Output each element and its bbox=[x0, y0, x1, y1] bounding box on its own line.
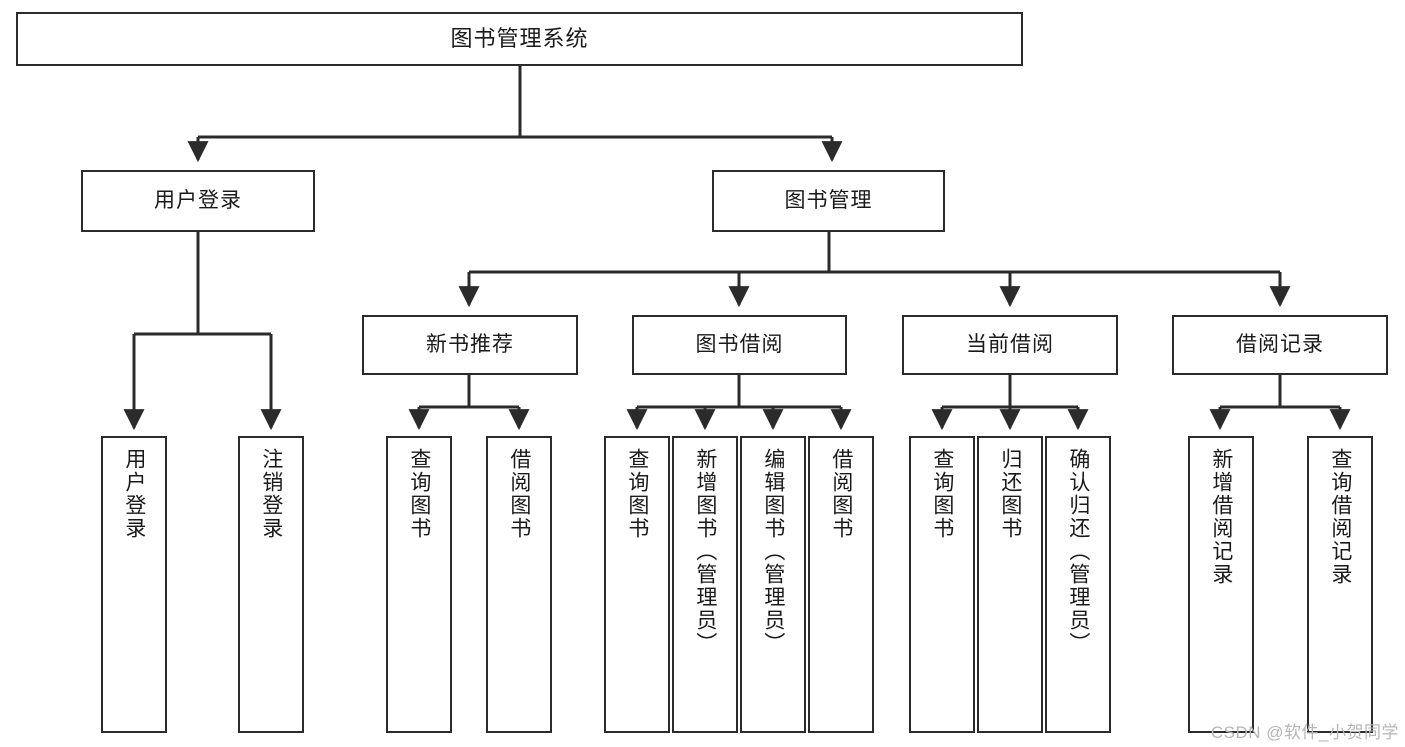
node-book-management[interactable]: 图书管理 bbox=[712, 170, 945, 232]
node-current-borrow[interactable]: 当前借阅 bbox=[902, 315, 1118, 375]
node-new-book-recommend-label: 新书推荐 bbox=[426, 333, 514, 357]
node-user-login[interactable]: 用户登录 bbox=[81, 170, 315, 232]
node-leaf-confirm-return[interactable]: 确认归还（管理员） bbox=[1045, 436, 1111, 733]
node-leaf-borrow-book-2[interactable]: 借阅图书 bbox=[808, 436, 874, 733]
node-leaf-query-book-2[interactable]: 查询图书 bbox=[604, 436, 670, 733]
node-leaf-user-logout-label: 注销登录 bbox=[259, 448, 283, 540]
node-leaf-user-login-label: 用户登录 bbox=[122, 448, 146, 540]
node-leaf-edit-book-label: 编辑图书（管理员） bbox=[761, 448, 785, 655]
node-leaf-query-book-1-label: 查询图书 bbox=[407, 448, 431, 540]
node-leaf-confirm-return-label: 确认归还（管理员） bbox=[1066, 448, 1090, 655]
node-user-login-label: 用户登录 bbox=[154, 189, 242, 213]
node-leaf-query-book-3-label: 查询图书 bbox=[930, 448, 954, 540]
node-leaf-borrow-book-1[interactable]: 借阅图书 bbox=[486, 436, 552, 733]
node-leaf-query-book-1[interactable]: 查询图书 bbox=[386, 436, 452, 733]
node-root[interactable]: 图书管理系统 bbox=[16, 12, 1023, 66]
node-current-borrow-label: 当前借阅 bbox=[966, 333, 1054, 357]
watermark-label: CSDN @软件_小贺同学 bbox=[1210, 723, 1399, 742]
node-leaf-add-book-label: 新增图书（管理员） bbox=[693, 448, 717, 655]
node-leaf-return-book-label: 归还图书 bbox=[998, 448, 1022, 540]
node-leaf-query-book-3[interactable]: 查询图书 bbox=[909, 436, 975, 733]
node-new-book-recommend[interactable]: 新书推荐 bbox=[362, 315, 578, 375]
node-leaf-add-book[interactable]: 新增图书（管理员） bbox=[672, 436, 738, 733]
node-book-management-label: 图书管理 bbox=[784, 189, 873, 213]
node-leaf-return-book[interactable]: 归还图书 bbox=[977, 436, 1043, 733]
node-leaf-query-record-label: 查询借阅记录 bbox=[1328, 448, 1352, 586]
node-leaf-user-login[interactable]: 用户登录 bbox=[101, 436, 167, 733]
node-leaf-borrow-book-1-label: 借阅图书 bbox=[507, 448, 531, 540]
node-leaf-edit-book[interactable]: 编辑图书（管理员） bbox=[740, 436, 806, 733]
node-book-borrow-label: 图书借阅 bbox=[695, 333, 784, 357]
node-book-borrow[interactable]: 图书借阅 bbox=[632, 315, 847, 375]
node-leaf-query-record[interactable]: 查询借阅记录 bbox=[1307, 436, 1373, 733]
node-borrow-record[interactable]: 借阅记录 bbox=[1172, 315, 1388, 375]
node-leaf-add-record-label: 新增借阅记录 bbox=[1209, 448, 1233, 586]
node-leaf-user-logout[interactable]: 注销登录 bbox=[238, 436, 304, 733]
node-borrow-record-label: 借阅记录 bbox=[1236, 333, 1324, 357]
node-leaf-query-book-2-label: 查询图书 bbox=[625, 448, 649, 540]
node-root-label: 图书管理系统 bbox=[450, 25, 589, 51]
node-leaf-add-record[interactable]: 新增借阅记录 bbox=[1188, 436, 1254, 733]
node-leaf-borrow-book-2-label: 借阅图书 bbox=[829, 448, 853, 540]
